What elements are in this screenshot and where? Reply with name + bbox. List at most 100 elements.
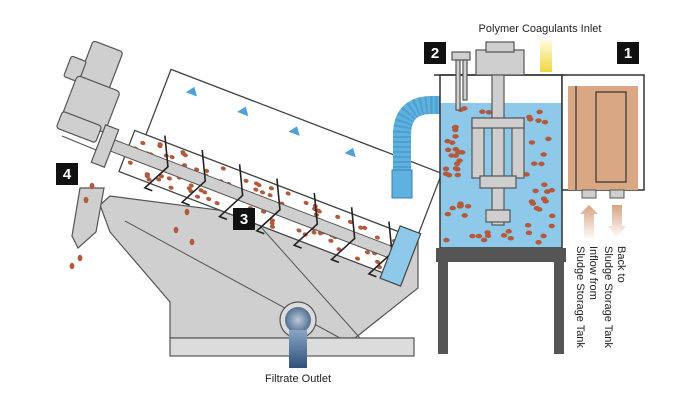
sludge-particle	[173, 226, 179, 234]
sludge-particle	[528, 199, 536, 204]
tank-stand-leg	[438, 262, 448, 354]
sludge-particle	[524, 222, 532, 228]
sludge-particle	[194, 194, 201, 199]
sludge-particle	[531, 161, 538, 166]
sludge-particle	[452, 134, 459, 139]
inflow-label-line1: Inflow from	[587, 246, 599, 300]
inflow-label: Inflow from Sludge Storage Tank	[574, 246, 599, 348]
polymer-inlet-label: Polymer Coagulants Inlet	[479, 23, 602, 35]
marker-2: 2	[424, 42, 446, 64]
sludge-particle	[538, 161, 545, 167]
filtrate-outlet-pipe	[289, 330, 307, 368]
agitator	[471, 41, 525, 226]
sludge-particle	[480, 237, 488, 243]
sludge-particle	[469, 233, 476, 239]
sludge-particle	[548, 187, 555, 193]
screw-drum	[107, 68, 443, 287]
sludge-particle	[186, 186, 192, 191]
sludge-particle	[364, 250, 370, 255]
sludge-particle	[374, 235, 380, 240]
sludge-particle	[253, 187, 259, 192]
sludge-particle	[505, 229, 512, 234]
marker-1: 1	[617, 42, 639, 64]
sludge-particle	[375, 259, 381, 264]
tank-stand-leg	[554, 262, 564, 354]
sludge-particle	[83, 196, 89, 204]
inflow-label-line2: Sludge Storage Tank	[574, 246, 586, 348]
screw-flight	[367, 221, 393, 278]
sludge-particle	[316, 209, 322, 214]
return-arrow-icon	[608, 205, 626, 238]
flocculation-tank	[434, 40, 566, 354]
sludge-particle	[146, 177, 152, 182]
level-sensor	[451, 51, 471, 111]
back-label: Back to Sludge Storage Tank	[602, 246, 627, 348]
metering-tank	[561, 74, 645, 240]
screw-flight	[180, 149, 207, 206]
sludge-particle	[335, 214, 341, 220]
sludge-particle	[214, 201, 220, 206]
sludge-particle	[303, 200, 309, 206]
spray-nozzle-icon	[185, 86, 198, 97]
sludge-particle	[188, 183, 194, 188]
sludge-particle	[267, 193, 273, 198]
sludge-particle	[541, 119, 549, 125]
sludge-particle	[243, 178, 249, 183]
sludge-particle	[445, 172, 453, 178]
sludge-particle	[180, 150, 186, 155]
sludge-particle	[157, 143, 163, 149]
svg-text:4: 4	[63, 166, 72, 183]
sludge-particle	[285, 191, 291, 196]
sludge-particle	[464, 203, 472, 209]
sludge-particle	[269, 221, 275, 226]
sludge-particle	[541, 182, 548, 188]
sludge-particle	[269, 224, 275, 229]
sludge-particle	[454, 172, 461, 178]
sludge-particle	[260, 190, 266, 195]
sludge-particle	[500, 233, 508, 238]
back-label-line1: Back to	[615, 246, 627, 283]
sludge-particle	[545, 136, 552, 142]
sludge-particle	[169, 155, 175, 160]
sludge-particle	[127, 160, 133, 165]
sludge-particle	[525, 230, 533, 236]
screw-flight	[292, 192, 319, 249]
sludge-particle	[444, 147, 452, 153]
feed-hose	[391, 96, 440, 199]
sludge-particle	[328, 238, 334, 243]
sludge-particle	[548, 223, 555, 229]
screw-flights	[143, 135, 393, 278]
sludge-particle	[532, 188, 539, 194]
discharged-cake	[69, 182, 195, 270]
screw-flight	[255, 178, 281, 235]
sludge-particle	[140, 140, 146, 146]
svg-text:1: 1	[624, 45, 632, 62]
sludge-particle	[449, 140, 456, 145]
sludge-particle	[296, 228, 302, 233]
sludge-particle	[549, 213, 556, 219]
sludge-particle	[485, 110, 493, 115]
sludge-particle	[455, 149, 462, 155]
sludge-particle	[311, 230, 317, 235]
drum-feed-box	[379, 225, 422, 287]
sludge-particle	[358, 225, 364, 230]
sludge-particle	[189, 238, 195, 246]
screw-flight	[330, 207, 356, 264]
sludge-particle	[454, 161, 461, 166]
sludge-particle	[347, 219, 354, 225]
spray-nozzle-icon	[288, 126, 300, 136]
sludge-particle	[535, 239, 542, 245]
sludge-particle	[484, 230, 491, 235]
sludge-particle	[268, 186, 274, 191]
inflow-arrow-icon	[580, 205, 598, 240]
sludge-particle	[523, 172, 530, 177]
screw-flight	[218, 164, 244, 221]
sludge-particle	[156, 177, 162, 182]
screw-flight	[143, 135, 169, 192]
tank-stand-top	[436, 248, 566, 262]
sludge-particle	[457, 201, 464, 207]
sludge-particle	[220, 166, 226, 171]
sludge-particle	[451, 125, 459, 130]
filtrate-outlet	[279, 301, 317, 368]
